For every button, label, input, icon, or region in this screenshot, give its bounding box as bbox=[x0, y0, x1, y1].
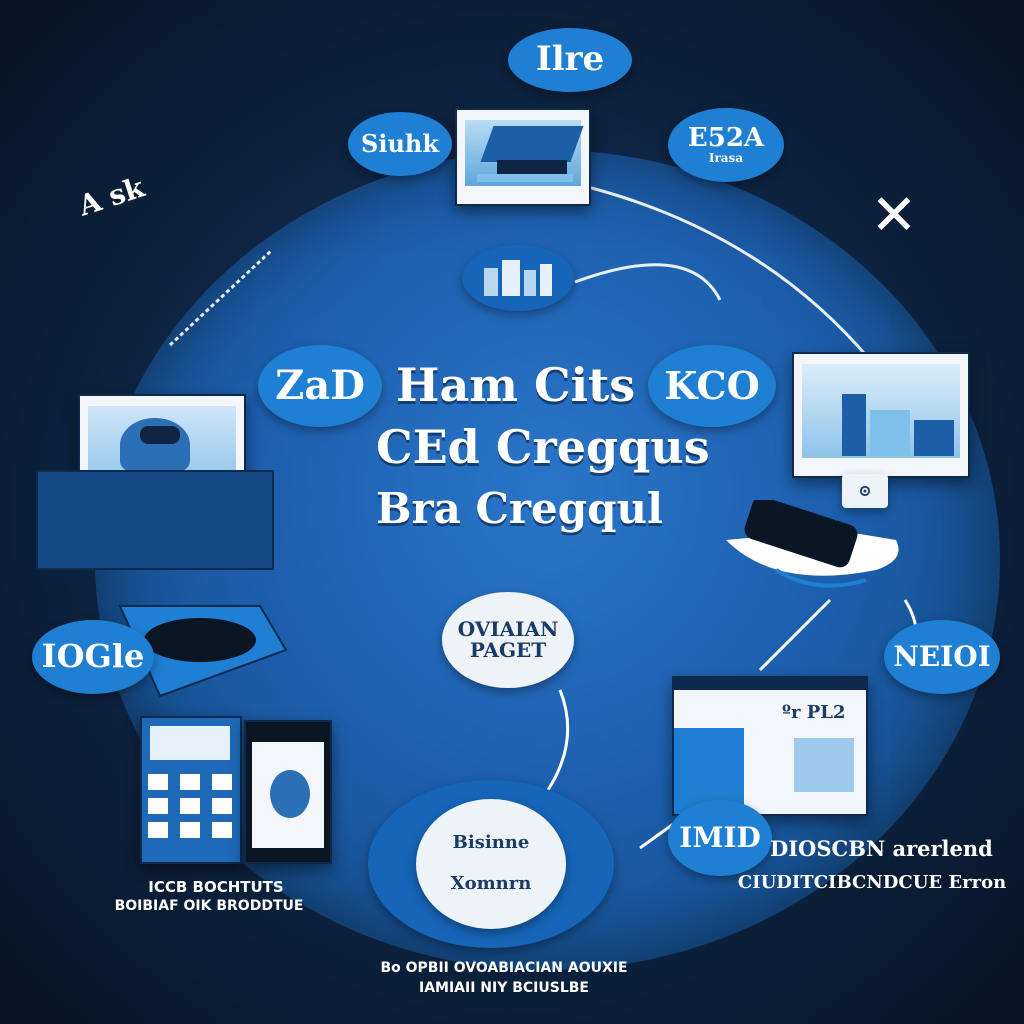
center-title-line3: Bra Cregqul bbox=[376, 484, 663, 533]
bubble-top: Ilre bbox=[508, 28, 632, 92]
bubble-upper-right-sub: Irasa bbox=[708, 151, 744, 166]
bubble-center-low-line2: PAGET bbox=[469, 638, 547, 662]
bubble-bottom-big-inner: Bisinne Xomnrn bbox=[416, 799, 566, 929]
bubble-right-mid: KCO bbox=[648, 345, 776, 427]
card-right-building bbox=[842, 394, 866, 456]
building-icon bbox=[484, 260, 552, 296]
bubble-right-mid-label: KCO bbox=[664, 363, 760, 409]
card-top-monitor bbox=[455, 108, 591, 206]
card-right-low-bar bbox=[674, 678, 866, 690]
card-right-low-map bbox=[794, 738, 854, 792]
center-title-line1: Ham Cits bbox=[396, 358, 636, 412]
bubble-bottom-right: IMID bbox=[668, 800, 772, 876]
center-title-line2: CEd Cregqus bbox=[376, 420, 710, 474]
bubble-bottom-big-line2: Xomnrn bbox=[450, 873, 532, 894]
left-desk bbox=[36, 470, 274, 570]
pin-tag: ⊙ bbox=[842, 474, 888, 508]
card-top-shape bbox=[497, 160, 567, 174]
bubble-bottom-big: Bisinne Xomnrn bbox=[368, 780, 614, 948]
bubble-icon-cluster bbox=[462, 245, 574, 311]
hand-phone-icon bbox=[726, 500, 899, 588]
caption-bottom-right-line2: CIUDITCIBCNDCUE Erron bbox=[737, 872, 1007, 893]
card-right-building bbox=[870, 410, 910, 456]
bubble-upper-left-label: Siuhk bbox=[361, 129, 439, 159]
bubble-top-label: Ilre bbox=[535, 39, 605, 80]
caption-bottom-center-line2: IAMIAII NIY BCIUSLBE bbox=[418, 980, 589, 996]
bubble-upper-right-title: E52A bbox=[687, 123, 765, 154]
bubble-upper-right: E52A Irasa bbox=[668, 108, 784, 182]
bubble-center-low: OVIAIAN PAGET bbox=[442, 592, 574, 688]
bubble-left-mid: ZaD bbox=[258, 345, 382, 427]
caption-bottom-left-line2: BOIBIAF OIK BRODDTUE bbox=[114, 898, 304, 914]
card-right-low-label: ºr PL2 bbox=[782, 702, 846, 723]
card-right-low: ºr PL2 bbox=[672, 676, 868, 816]
card-right-building bbox=[914, 420, 954, 456]
bubble-left-mid-label: ZaD bbox=[275, 362, 365, 409]
close-icon[interactable]: ✕ bbox=[870, 183, 918, 248]
bubble-bottom-big-line1: Bisinne bbox=[452, 832, 530, 854]
bubble-left-low-label: IOGle bbox=[41, 637, 145, 676]
card-right-low-chart bbox=[674, 728, 744, 814]
tablet-icon bbox=[118, 605, 288, 698]
card-bottom-left-grid bbox=[140, 716, 242, 864]
bubble-center-low-line1: OVIAIAN bbox=[457, 617, 559, 641]
card-top-shape bbox=[477, 174, 573, 182]
bubble-upper-left: Siuhk bbox=[348, 112, 452, 176]
card-left-visor bbox=[140, 426, 180, 444]
bubble-left-low: IOGle bbox=[32, 620, 154, 694]
card-right-city bbox=[792, 352, 970, 478]
caption-bottom-center-line1: Bo OPBII OVOABIACIAN AOUXIE bbox=[380, 960, 628, 976]
bubble-bottom-right-label: IMID bbox=[679, 821, 761, 855]
bubble-right-low: NEIOI bbox=[884, 620, 1000, 694]
caption-bottom-left-line1: ICCB BOCHTUTS bbox=[148, 878, 284, 896]
card-top-shape bbox=[480, 126, 584, 162]
card-bottom-left-phone bbox=[244, 720, 332, 864]
caption-bottom-right-line1: DIOSCBN arerlend bbox=[770, 836, 993, 861]
bubble-right-low-label: NEIOI bbox=[893, 640, 991, 674]
phone-graphic bbox=[270, 770, 310, 818]
grid-icon bbox=[148, 726, 232, 838]
